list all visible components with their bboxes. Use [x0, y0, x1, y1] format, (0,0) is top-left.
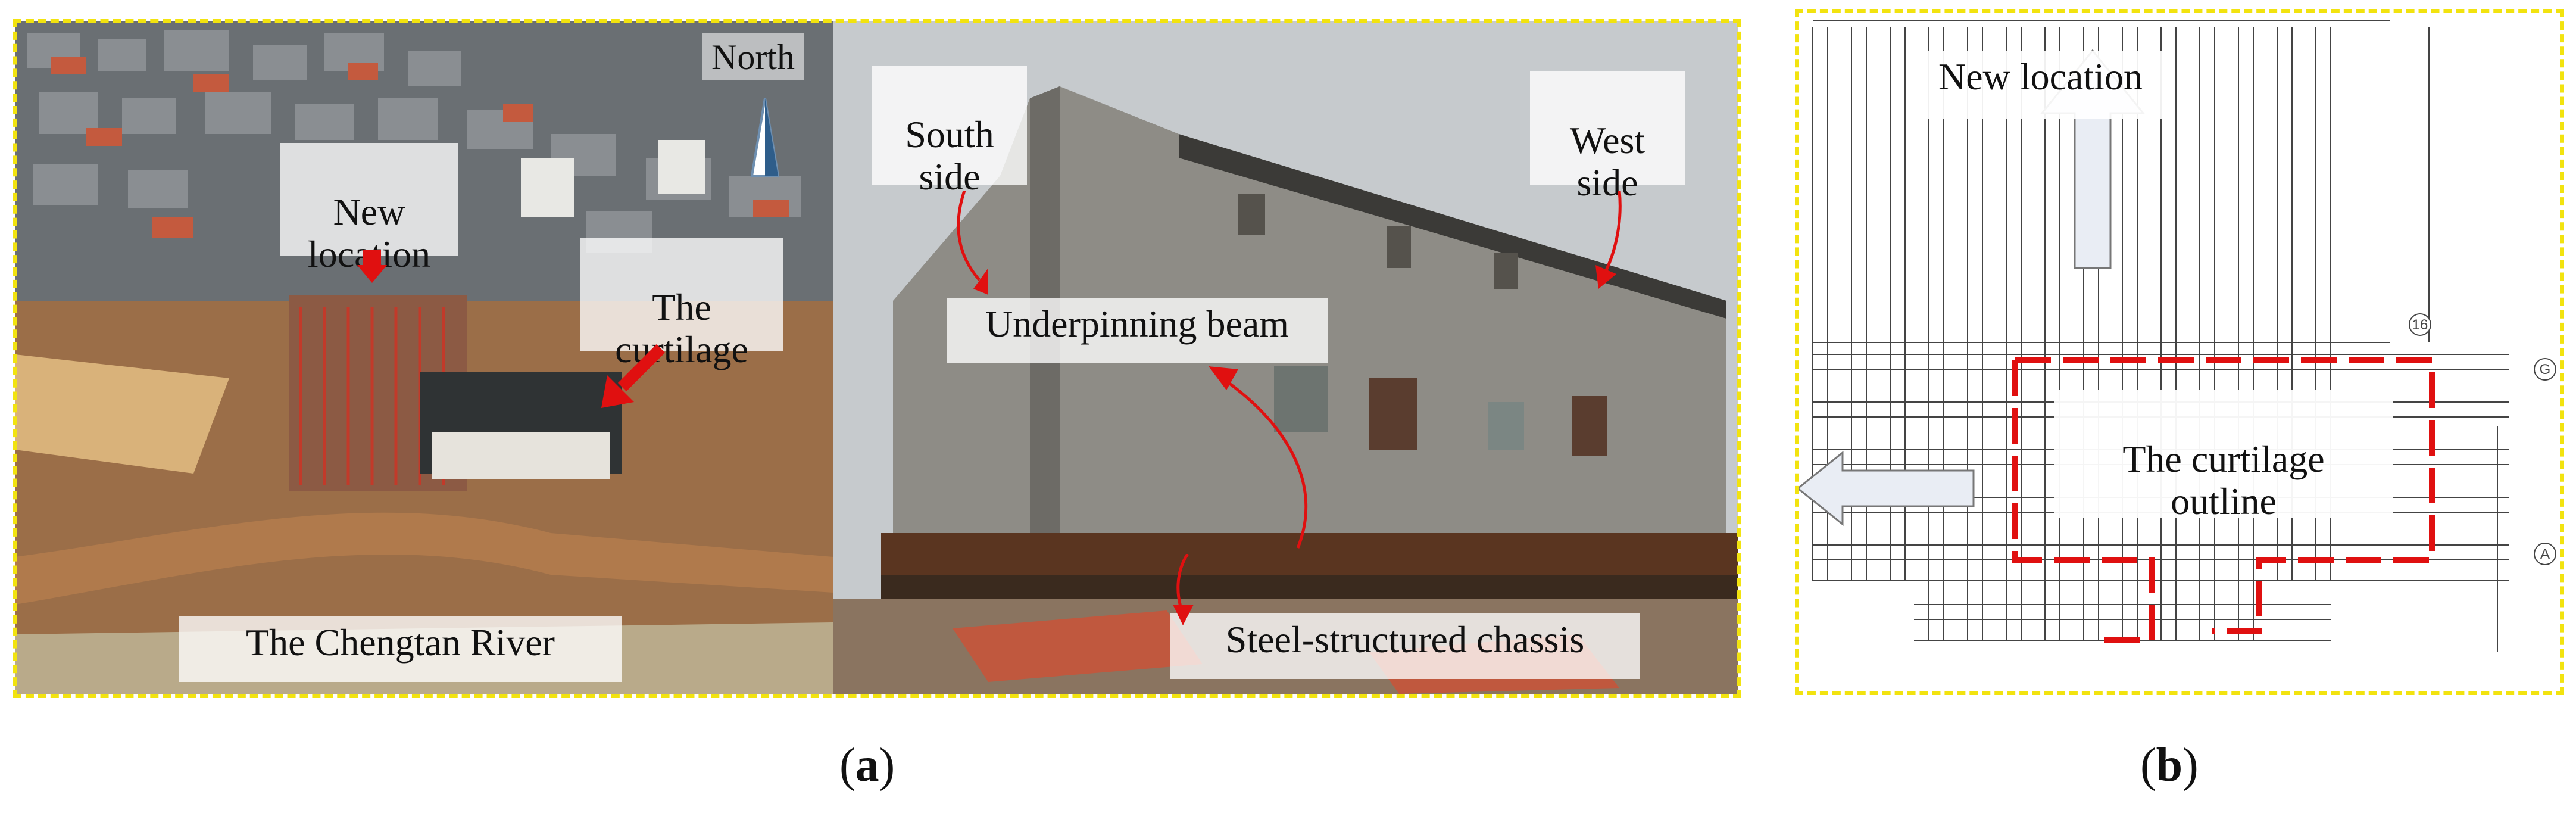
aerial-curtilage-arrow-icon	[601, 344, 666, 408]
caption-b-open: (	[2140, 739, 2156, 792]
caption-a-close: )	[879, 739, 895, 792]
aerial-new-location-label: New location	[280, 143, 458, 275]
building-south-side-text: South side	[905, 113, 994, 198]
caption-a-letter: a	[855, 739, 879, 792]
building-underpinning-arrow-icon	[1209, 366, 1308, 549]
building-west-side-arrow-icon	[1595, 191, 1622, 289]
plan-axis-a: A	[2540, 546, 2550, 562]
aerial-new-location-text: New location	[308, 190, 430, 276]
aerial-river-text: The Chengtan River	[246, 621, 555, 664]
building-south-side-label: South side	[872, 66, 1027, 198]
caption-a-open: (	[839, 739, 855, 792]
compass-north-label: North	[702, 33, 804, 80]
plan-new-location-label: New location	[1908, 51, 2173, 119]
plan-new-location-text: New location	[1938, 55, 2143, 98]
caption-b: (b)	[2140, 739, 2199, 793]
plan-axis-16: 16	[2412, 317, 2428, 333]
building-south-side-arrow-icon	[957, 191, 988, 295]
building-underpinning-label: Underpinning beam	[947, 298, 1328, 363]
building-chassis-text: Steel-structured chassis	[1225, 618, 1585, 661]
caption-a: (a)	[839, 739, 895, 793]
aerial-curtilage-label: The curtilage	[580, 238, 783, 370]
caption-b-close: )	[2182, 739, 2199, 792]
building-chassis-label: Steel-structured chassis	[1170, 613, 1640, 679]
plan-curtilage-outline-text: The curtilage outline	[2122, 437, 2325, 523]
caption-b-letter: b	[2156, 739, 2183, 792]
structural-plan: 16 G A	[1795, 9, 2563, 694]
building-underpinning-text: Underpinning beam	[985, 303, 1289, 345]
aerial-new-location-arrow-icon	[357, 250, 387, 283]
building-west-side-label: West side	[1530, 71, 1685, 204]
compass-north-text: North	[711, 38, 795, 77]
plan-axis-g: G	[2540, 362, 2551, 378]
building-chassis-arrow-icon	[1173, 554, 1194, 625]
building-west-side-text: West side	[1569, 119, 1645, 204]
plan-curtilage-outline-label: The curtilage outline	[2054, 390, 2393, 522]
aerial-river-label: The Chengtan River	[179, 616, 622, 682]
